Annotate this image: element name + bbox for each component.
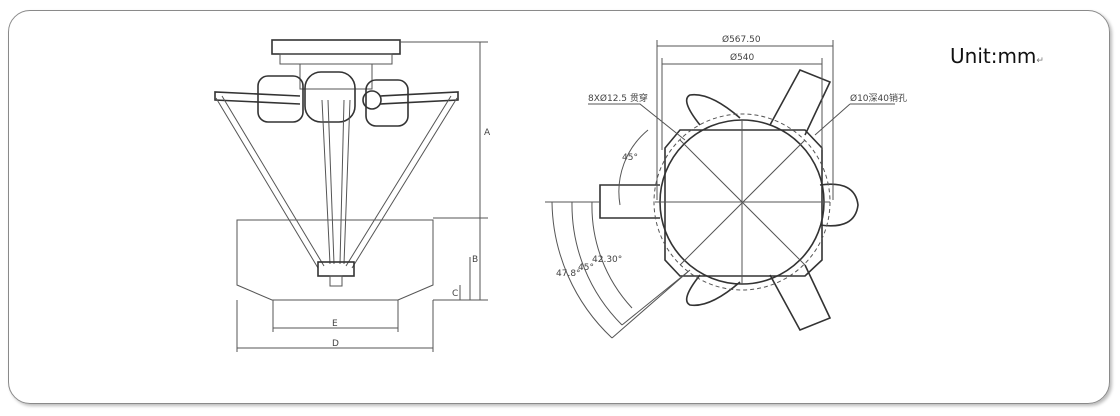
- return-mark: ↵: [1036, 56, 1044, 66]
- figure-frame: [8, 10, 1110, 404]
- dim-a-label: A: [484, 128, 491, 138]
- side-view: A B C D E: [214, 39, 491, 352]
- inner-diameter-label: Ø540: [730, 52, 755, 63]
- dim-d-label: D: [332, 339, 339, 349]
- angle-label-3: 42.30°: [592, 255, 622, 265]
- angle-label-4: 47.8°: [556, 269, 581, 279]
- top-view: Ø567.50 Ø540 8XØ12.5 贯穿 Ø10深40销孔 45° 45°…: [545, 34, 907, 339]
- dim-e-label: E: [332, 319, 338, 329]
- dim-b-label: B: [472, 255, 478, 265]
- outer-diameter-label: Ø567.50: [722, 34, 761, 45]
- unit-label: Unit:mm↵: [950, 44, 1044, 68]
- unit-text: Unit:mm: [950, 44, 1037, 68]
- hole-note-left: 8XØ12.5 贯穿: [588, 92, 648, 104]
- hole-note-right: Ø10深40销孔: [850, 92, 907, 104]
- dim-c-label: C: [452, 289, 458, 299]
- angle-label-2: 45°: [578, 263, 594, 273]
- angle-label-1: 45°: [622, 153, 638, 163]
